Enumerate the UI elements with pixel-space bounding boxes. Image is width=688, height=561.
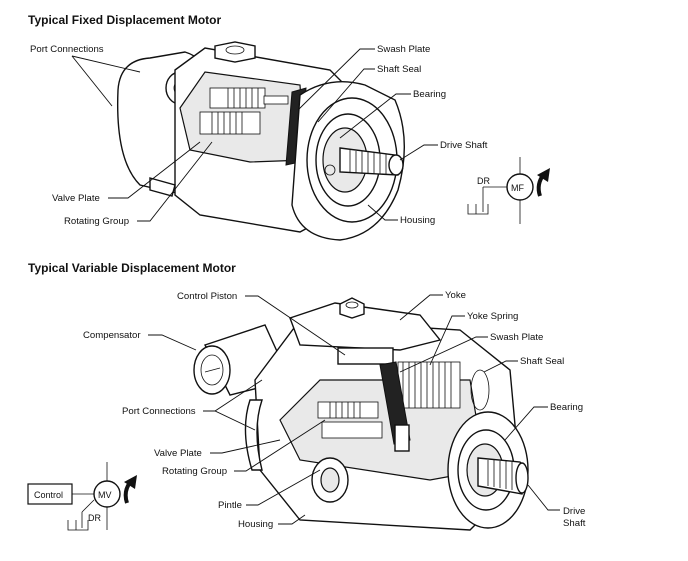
fixed-label-housing: Housing [400, 215, 435, 226]
variable-label-shaft: Shaft [563, 518, 586, 529]
fixed-label-port-connections: Port Connections [30, 44, 104, 55]
variable-label-bearing: Bearing [550, 402, 583, 413]
variable-label-valve-plate: Valve Plate [154, 448, 202, 459]
variable-label-yoke-spring: Yoke Spring [467, 311, 518, 322]
variable-label-pintle: Pintle [218, 500, 242, 511]
variable-leader-lines [148, 294, 560, 525]
variable-label-port-connections: Port Connections [122, 406, 196, 417]
fixed-motor-circle [506, 173, 534, 201]
variable-motor-circle [93, 480, 121, 508]
fixed-motor-drawing [116, 41, 405, 241]
fixed-label-drive-shaft: Drive Shaft [440, 140, 488, 151]
variable-symbol-motor: MV [98, 490, 112, 500]
fixed-leader-lines [71, 48, 438, 222]
variable-label-yoke: Yoke [445, 290, 466, 301]
rotation-arrow-icon [123, 475, 137, 504]
variable-label-compensator: Compensator [83, 330, 141, 341]
variable-label-drive: Drive [563, 506, 585, 517]
fixed-symbol-motor: MF [511, 183, 524, 193]
variable-label-shaft-seal: Shaft Seal [520, 356, 564, 367]
rotation-arrow-icon [536, 168, 550, 197]
variable-motor-drawing [193, 297, 529, 531]
fixed-label-shaft-seal: Shaft Seal [377, 64, 421, 75]
variable-label-swash-plate: Swash Plate [490, 332, 543, 343]
variable-motor-symbol: Control MV DR [27, 462, 137, 531]
variable-label-control-piston: Control Piston [177, 291, 237, 302]
fixed-motor-symbol: MF DR [467, 157, 550, 224]
fixed-label-bearing: Bearing [413, 89, 446, 100]
fixed-label-rotating-group: Rotating Group [64, 216, 129, 227]
variable-symbol-control: Control [34, 490, 63, 500]
fixed-label-swash-plate: Swash Plate [377, 44, 430, 55]
fixed-symbol-drain: DR [477, 176, 490, 186]
fixed-motor-title: Typical Fixed Displacement Motor [28, 13, 221, 27]
fixed-label-valve-plate: Valve Plate [52, 193, 100, 204]
variable-label-housing: Housing [238, 519, 273, 530]
variable-motor-title: Typical Variable Displacement Motor [28, 261, 236, 275]
variable-label-rotating-group: Rotating Group [162, 466, 227, 477]
variable-symbol-drain: DR [88, 513, 101, 523]
